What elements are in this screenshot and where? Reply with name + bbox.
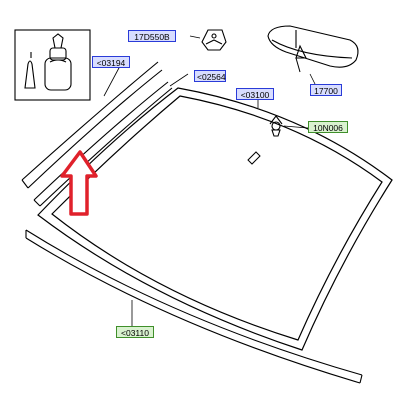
callout-03110[interactable]: <03110 xyxy=(116,326,154,338)
lower-moulding-strip xyxy=(25,229,363,384)
clip-icon xyxy=(269,115,283,137)
callout-17d550b[interactable]: 17D550B xyxy=(128,30,176,42)
primer-bottle-icon xyxy=(44,47,72,91)
callout-17700[interactable]: 17700 xyxy=(310,84,342,96)
callout-03100[interactable]: <03100 xyxy=(236,88,274,100)
bracket-icon xyxy=(201,29,227,51)
callout-10n006[interactable]: 10N006 xyxy=(308,121,348,133)
sensor-pad xyxy=(247,151,261,165)
callout-03194[interactable]: <03194 xyxy=(92,56,130,68)
adhesive-kit-icon xyxy=(14,29,91,101)
callout-02564[interactable]: <02564 xyxy=(194,70,226,82)
red-up-arrow-icon xyxy=(60,150,98,216)
rear-view-mirror-icon xyxy=(267,25,359,68)
upper-moulding-strips xyxy=(21,61,173,207)
applicator-nozzle-icon xyxy=(52,33,64,49)
